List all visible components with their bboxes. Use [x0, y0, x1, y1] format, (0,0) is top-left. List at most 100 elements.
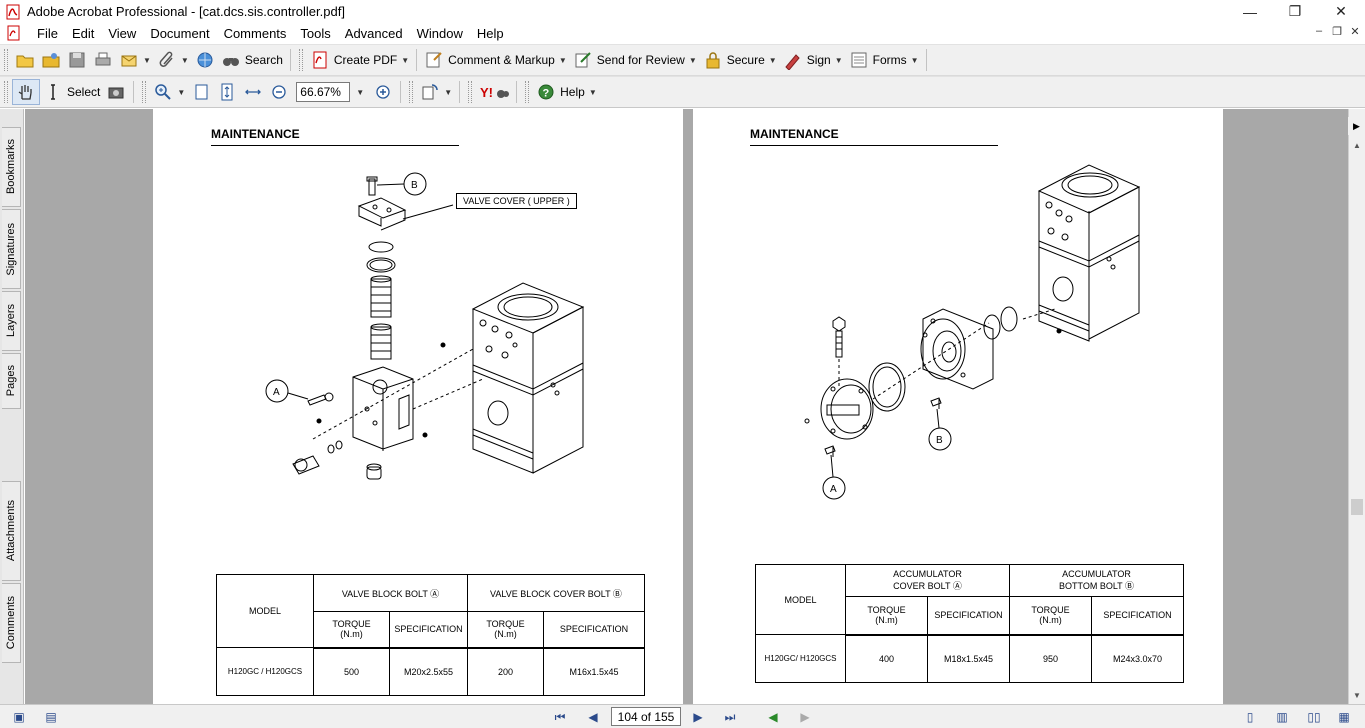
menu-file[interactable]: File [37, 25, 58, 41]
actual-size-button[interactable] [188, 79, 214, 105]
menu-comments[interactable]: Comments [223, 25, 287, 41]
hand-tool-button[interactable] [12, 79, 40, 105]
snapshot-button[interactable] [103, 79, 129, 105]
chevron-down-icon: ▼ [180, 55, 189, 65]
toolbar-grip[interactable] [409, 81, 414, 103]
select-label: Select [67, 85, 101, 99]
file-toolbar: ▼ ▼ Search Create PDF ▼ Comment & Markup… [0, 44, 1365, 76]
sign-button[interactable]: Sign ▼ [780, 47, 846, 73]
vertical-scrollbar[interactable]: ▲ ▼ [1348, 109, 1365, 704]
panel-expand-arrow-icon[interactable]: ▶ [1348, 117, 1365, 135]
email-button[interactable]: ▼ [116, 47, 154, 73]
save-button[interactable] [64, 47, 90, 73]
yahoo-search-button[interactable]: Y! [476, 79, 512, 105]
globe-icon [197, 52, 213, 68]
zoom-in-button[interactable] [370, 79, 396, 105]
select-tool-button[interactable]: Select [40, 79, 103, 105]
menu-document[interactable]: Document [150, 25, 210, 41]
doc-restore-button[interactable]: ❐ [1332, 26, 1342, 38]
camera-icon [108, 87, 124, 99]
doc-minimize-button[interactable]: – [1315, 25, 1323, 37]
text-cursor-icon [51, 84, 55, 100]
attach-button[interactable]: ▼ [154, 47, 192, 73]
printer-icon [95, 52, 111, 66]
pdf-page-left: MAINTENANCE [153, 109, 683, 704]
send-review-icon [575, 52, 591, 68]
go-forward-icon[interactable]: ▶ [800, 710, 810, 724]
last-page-button[interactable]: ⏭ [724, 709, 736, 724]
fit-page-button[interactable] [214, 79, 240, 105]
menu-advanced[interactable]: Advanced [344, 25, 403, 41]
acrobat-app-icon [6, 4, 20, 19]
facing-view-icon[interactable]: ▯▯ [1307, 710, 1321, 724]
zoom-dropdown-chevron-icon[interactable]: ▼ [356, 87, 365, 97]
next-page-button[interactable]: ▶ [693, 710, 703, 724]
open-button[interactable] [12, 47, 38, 73]
comment-markup-icon [426, 52, 442, 68]
valve-block-cover-bolt-header: VALVE BLOCK COVER BOLT Ⓑ [467, 574, 645, 612]
toolbar-grip[interactable] [525, 81, 530, 103]
email-icon [121, 55, 137, 67]
previous-page-button[interactable]: ◀ [588, 710, 598, 724]
chevron-down-icon: ▼ [910, 55, 919, 65]
tab-comments[interactable]: Comments [2, 583, 21, 663]
lock-icon [706, 52, 720, 69]
toolbar-grip[interactable] [142, 81, 147, 103]
svg-text:Y!: Y! [480, 85, 493, 100]
page-layout-icon[interactable]: ▤ [45, 710, 57, 724]
scrollbar-thumb[interactable] [1351, 499, 1363, 515]
zoom-tool-button[interactable]: ▼ [150, 79, 188, 105]
organizer-icon [42, 53, 60, 68]
scroll-down-arrow-icon[interactable]: ▼ [1353, 690, 1361, 700]
web-search-button[interactable] [192, 47, 218, 73]
continuous-facing-view-icon[interactable]: ▦ [1338, 710, 1350, 724]
zoom-level-input[interactable]: 66.67% [296, 82, 351, 102]
menu-edit[interactable]: Edit [71, 25, 95, 41]
table-row: H120GC/ H120GCS 400 M18x1.5x45 950 M24x3… [755, 634, 1184, 683]
specification-header: SPECIFICATION [389, 611, 468, 649]
menu-help[interactable]: Help [476, 25, 504, 41]
create-pdf-button[interactable]: Create PDF ▼ [307, 47, 412, 73]
tab-pages[interactable]: Pages [2, 353, 21, 409]
rotate-view-button[interactable]: ▼ [417, 79, 455, 105]
zoom-out-button[interactable] [266, 79, 292, 105]
menu-view[interactable]: View [108, 25, 137, 41]
doc-close-button[interactable]: ✕ [1350, 26, 1360, 38]
toolbar-grip[interactable] [4, 49, 8, 71]
tab-attachments[interactable]: Attachments [2, 481, 21, 581]
continuous-view-icon[interactable]: ▥ [1276, 710, 1288, 724]
go-back-icon[interactable]: ◀ [768, 710, 778, 724]
tab-bookmarks[interactable]: Bookmarks [2, 127, 21, 207]
tab-layers[interactable]: Layers [2, 291, 21, 351]
fit-page-icon [221, 83, 233, 101]
send-for-review-button[interactable]: Send for Review ▼ [570, 47, 700, 73]
chevron-down-icon: ▼ [834, 55, 843, 65]
tab-signatures[interactable]: Signatures [2, 209, 21, 289]
print-button[interactable] [90, 47, 116, 73]
forms-button[interactable]: Forms ▼ [846, 47, 922, 73]
close-button[interactable]: ✕ [1335, 3, 1347, 19]
secure-button[interactable]: Secure ▼ [700, 47, 780, 73]
single-page-view-icon[interactable]: ▯ [1246, 710, 1254, 724]
toolbar-grip[interactable] [4, 81, 8, 103]
organizer-button[interactable] [38, 47, 64, 73]
minimize-button[interactable]: — [1243, 3, 1257, 20]
toolbar-grip[interactable] [468, 81, 473, 103]
document-icon[interactable] [6, 25, 22, 41]
first-page-button[interactable]: ⏮ [554, 709, 566, 724]
menu-window[interactable]: Window [416, 25, 463, 41]
comment-markup-button[interactable]: Comment & Markup ▼ [421, 47, 570, 73]
menu-tools[interactable]: Tools [300, 25, 331, 41]
document-view[interactable]: MAINTENANCE [25, 109, 1348, 704]
open-folder-icon [16, 55, 34, 68]
nav-pane-toggle-icon[interactable]: ▣ [13, 710, 25, 724]
callout-b-label: B [936, 435, 943, 446]
search-button[interactable]: Search [218, 47, 286, 73]
fit-width-button[interactable] [240, 79, 266, 105]
page-number-field[interactable]: 104 of 155 [611, 707, 681, 726]
toolbar-grip[interactable] [298, 49, 303, 71]
help-button[interactable]: ? Help ▼ [533, 79, 600, 105]
restore-button[interactable]: ❐ [1288, 3, 1302, 19]
scroll-up-arrow-icon[interactable]: ▲ [1353, 140, 1361, 150]
